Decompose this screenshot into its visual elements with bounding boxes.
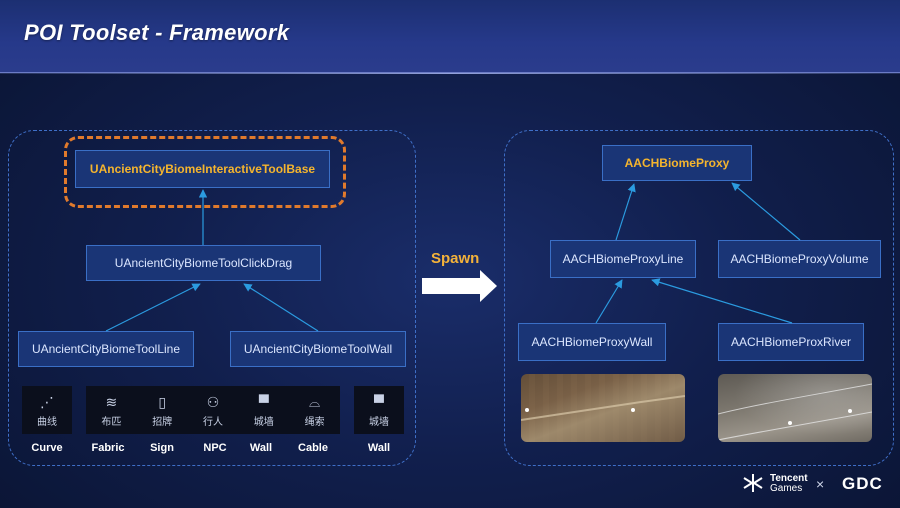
tool-wall-2-cn: 城墙 bbox=[369, 416, 389, 428]
games-text: Games bbox=[770, 483, 803, 494]
arrow-wall-to-clickdrag bbox=[243, 283, 319, 332]
tool-label-npc: NPC bbox=[203, 442, 227, 454]
spawn-label: Spawn bbox=[431, 250, 480, 267]
fabric-icon: ≋ bbox=[105, 393, 118, 410]
wall-preview-image bbox=[521, 374, 685, 442]
wall-preview-overlay bbox=[521, 395, 685, 421]
proxy-river-node[interactable]: AACHBiomeProxRiver bbox=[718, 323, 864, 361]
tool-fabric[interactable]: ≋ 布匹 bbox=[86, 393, 136, 428]
tool-label-sign: Sign bbox=[150, 442, 174, 454]
arrow-proxyvolume-to-proxy bbox=[731, 182, 801, 241]
page-title: POI Toolset - Framework bbox=[24, 20, 290, 45]
cross-sign: × bbox=[816, 476, 825, 492]
proxy-base-node[interactable]: AACHBiomeProxy bbox=[602, 145, 752, 181]
spawn-arrow-icon bbox=[422, 270, 497, 302]
header-rule bbox=[0, 73, 900, 74]
tool-wall[interactable]: ▀ 城墙 bbox=[239, 393, 289, 428]
tool-wall-2[interactable]: ▀ 城墙 bbox=[354, 386, 404, 434]
base-class-highlight bbox=[64, 136, 346, 208]
tool-strip: ≋ 布匹 ▯ 招牌 ⚇ 行人 ▀ 城墙 ⌓ 绳索 bbox=[86, 386, 340, 434]
curve-icon: ⋰ bbox=[40, 393, 54, 410]
tool-fabric-cn: 布匹 bbox=[101, 416, 122, 428]
tool-sign[interactable]: ▯ 招牌 bbox=[137, 393, 187, 428]
tool-cable[interactable]: ⌓ 绳索 bbox=[290, 393, 340, 428]
tool-curve-cn: 曲线 bbox=[37, 416, 57, 428]
arrow-proxyriver-to-proxyline bbox=[651, 278, 793, 324]
tool-npc[interactable]: ⚇ 行人 bbox=[188, 393, 238, 428]
river-preview-image bbox=[718, 374, 872, 442]
cable-icon: ⌓ bbox=[309, 393, 321, 410]
npc-icon: ⚇ bbox=[206, 393, 220, 410]
tool-wall-cn: 城墙 bbox=[253, 416, 274, 428]
tool-label-fabric: Fabric bbox=[91, 442, 125, 454]
proxy-volume-node[interactable]: AACHBiomeProxyVolume bbox=[718, 240, 881, 278]
tool-curve[interactable]: ⋰ 曲线 bbox=[22, 386, 72, 434]
tool-label-cable: Cable bbox=[298, 442, 328, 454]
tool-cable-cn: 绳索 bbox=[304, 416, 325, 428]
tool-label-wall: Wall bbox=[249, 442, 273, 454]
tool-npc-cn: 行人 bbox=[202, 416, 223, 428]
tool-sign-cn: 招牌 bbox=[152, 416, 173, 428]
tool-label-wall-2: Wall bbox=[367, 442, 391, 454]
river-preview-overlay bbox=[718, 383, 872, 441]
arrow-line-to-clickdrag bbox=[105, 283, 201, 332]
tencent-text: Tencent bbox=[770, 473, 808, 484]
arrow-proxyline-to-proxy bbox=[615, 183, 636, 241]
wall-icon: ▀ bbox=[258, 393, 269, 410]
sign-icon: ▯ bbox=[158, 393, 167, 410]
title-bar: POI Toolset - Framework bbox=[0, 0, 900, 74]
tool-click-drag-node[interactable]: UAncientCityBiomeToolClickDrag bbox=[86, 245, 321, 281]
arrow-proxywall-to-proxyline bbox=[595, 279, 623, 324]
tool-label-curve: Curve bbox=[31, 442, 63, 454]
gdc-logo: GDC bbox=[842, 474, 883, 493]
tool-wall-node[interactable]: UAncientCityBiomeToolWall bbox=[230, 331, 406, 367]
wall-icon: ▀ bbox=[374, 393, 384, 410]
proxy-wall-node[interactable]: AACHBiomeProxyWall bbox=[518, 323, 666, 361]
proxy-group bbox=[504, 130, 894, 466]
tencent-games-text: Tencent Games bbox=[770, 474, 808, 494]
tool-group bbox=[8, 130, 416, 466]
tencent-logo-icon bbox=[743, 474, 763, 492]
tool-base-node[interactable]: UAncientCityBiomeInteractiveToolBase bbox=[75, 150, 330, 188]
tool-line-node[interactable]: UAncientCityBiomeToolLine bbox=[18, 331, 194, 367]
proxy-line-node[interactable]: AACHBiomeProxyLine bbox=[550, 240, 696, 278]
